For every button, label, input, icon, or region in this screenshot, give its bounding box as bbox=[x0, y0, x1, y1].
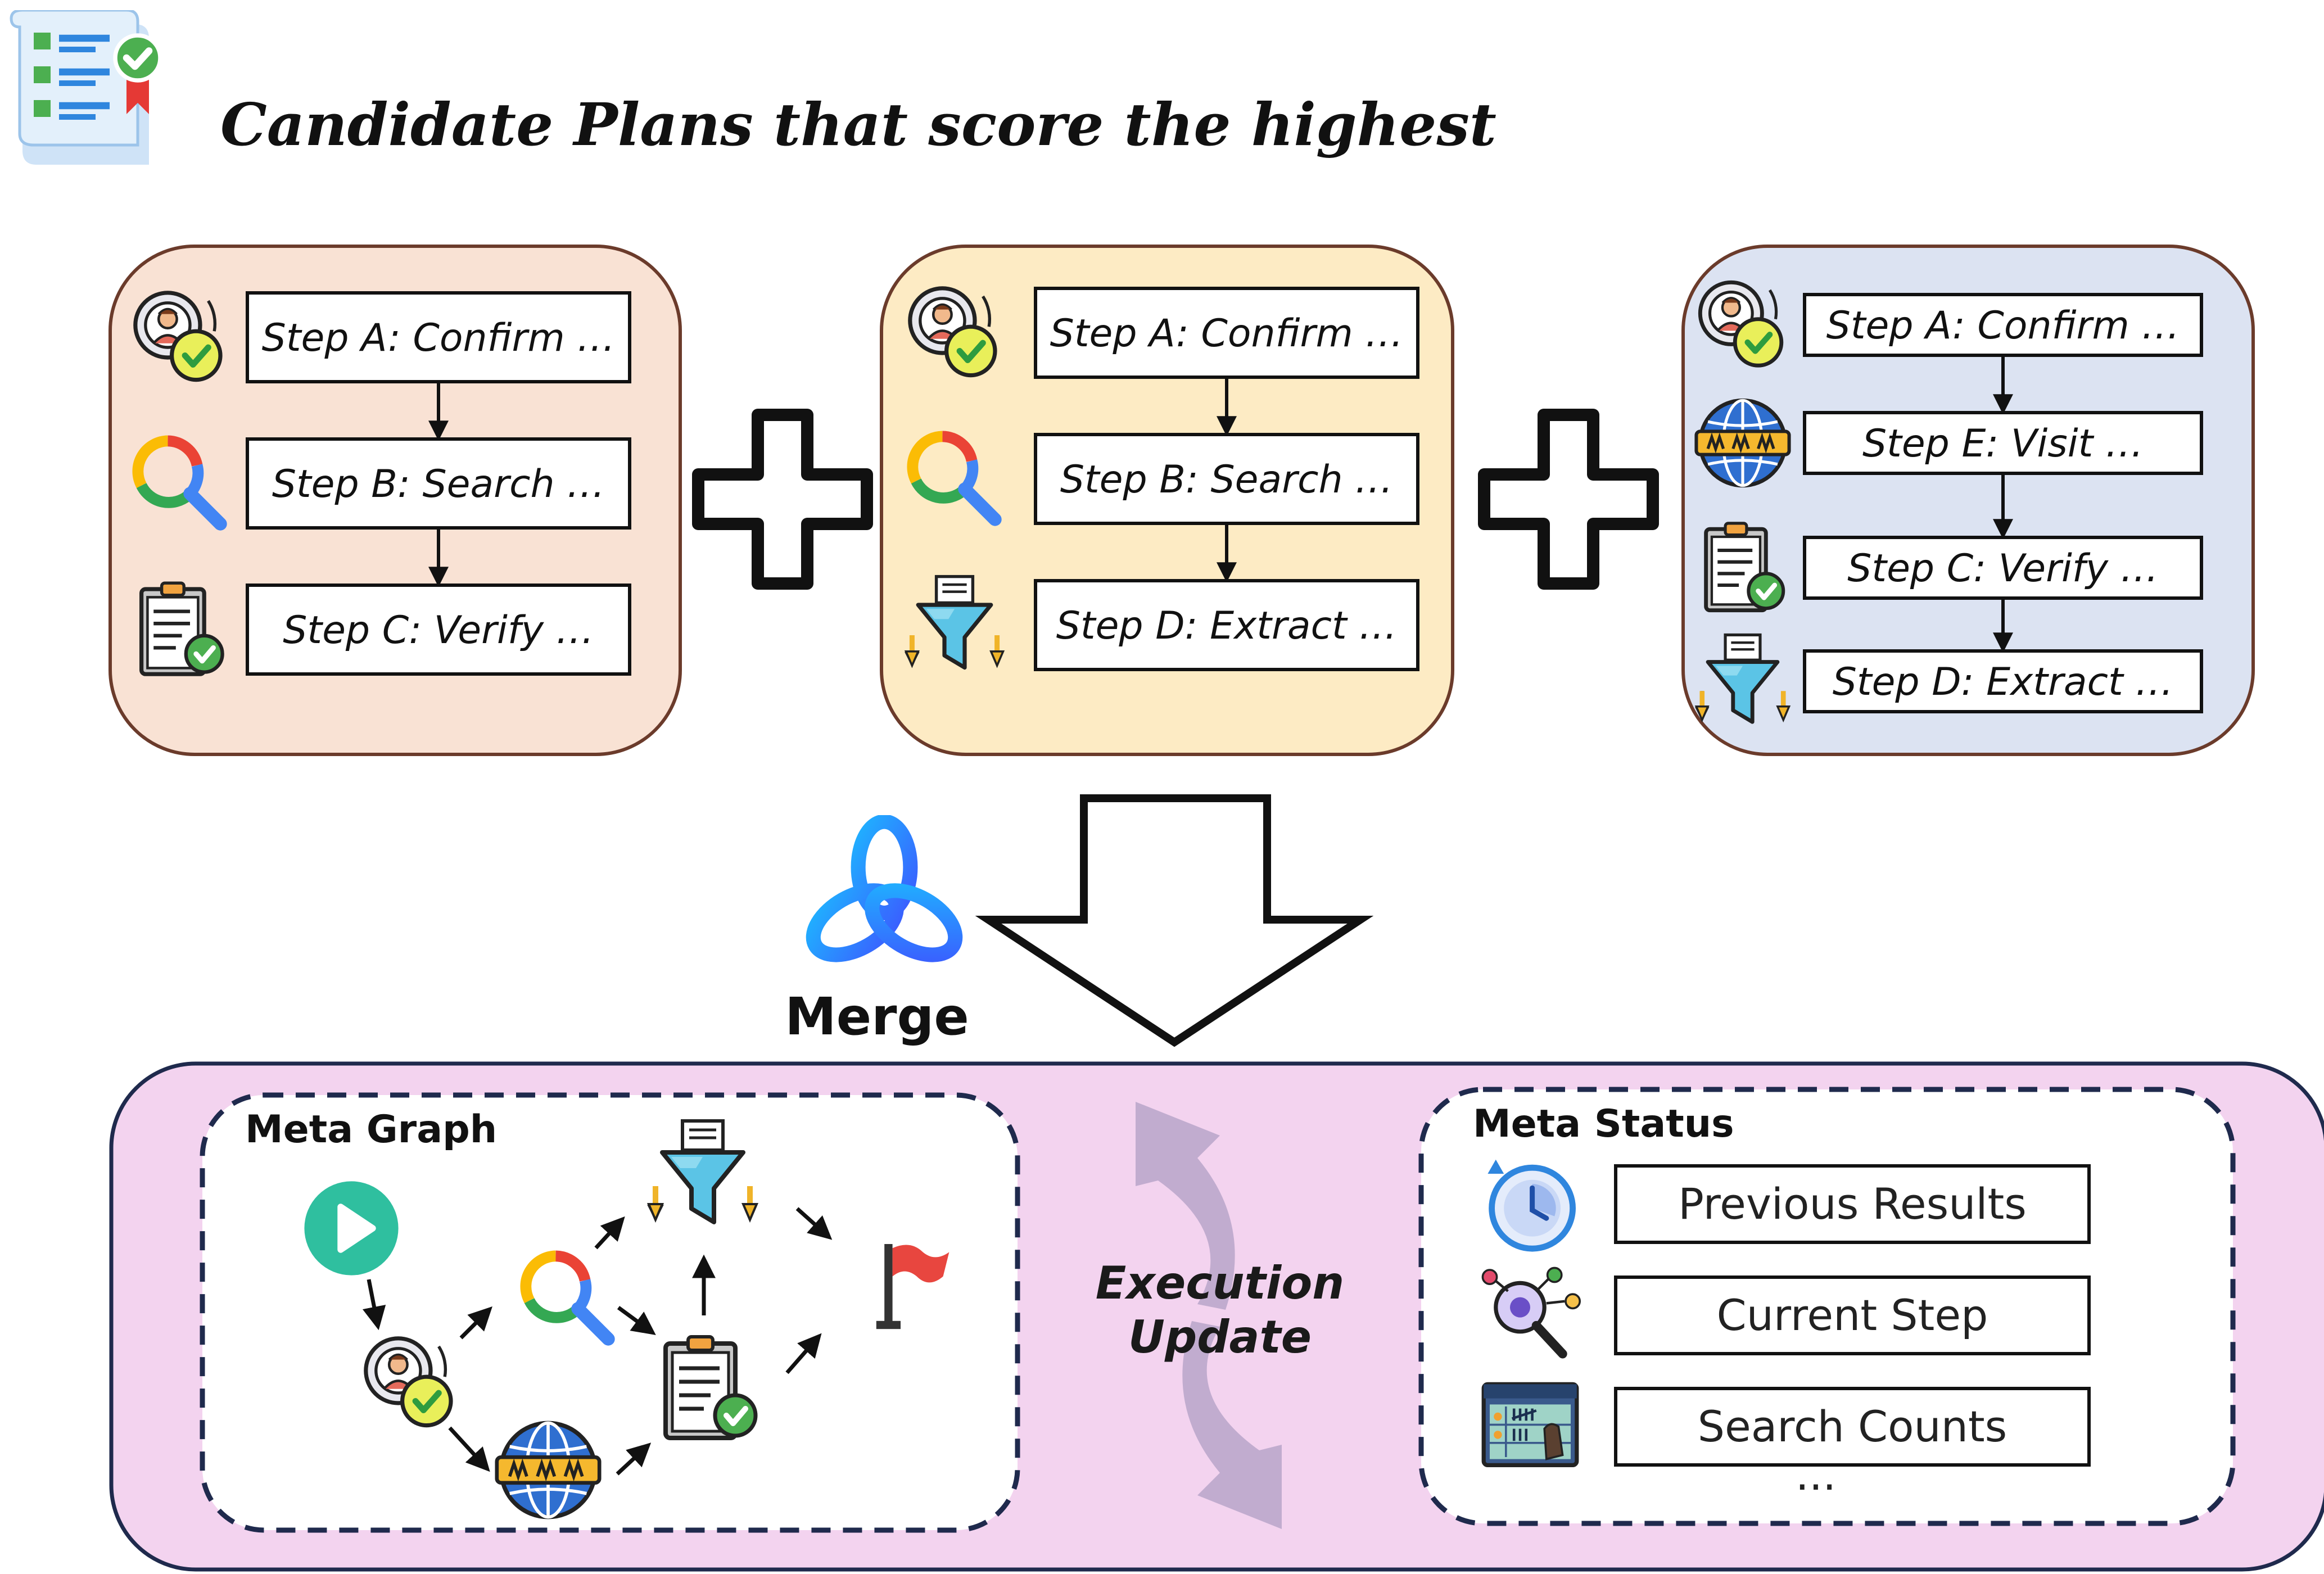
execution-update: Execution Update bbox=[1096, 1102, 1344, 1529]
graph-edges bbox=[362, 1207, 833, 1476]
step-box bbox=[1034, 579, 1419, 671]
step-label: Step A: Confirm … bbox=[262, 316, 616, 360]
header: Candidate Plans that score the highest bbox=[11, 10, 1496, 165]
candidate-plans: Step A: Confirm … Step B: Search … Step C:… bbox=[108, 245, 2255, 756]
down-arrow bbox=[975, 794, 1374, 1047]
step-label: Step B: Search … bbox=[272, 462, 605, 506]
step-label: Step A: Confirm … bbox=[1826, 304, 2180, 348]
step-label: Step D: Extract … bbox=[1056, 604, 1398, 648]
merge-knot-icon bbox=[802, 822, 966, 969]
step-box bbox=[1803, 411, 2203, 475]
play-icon bbox=[304, 1181, 398, 1275]
plan-card-3: Step A: Confirm … Step E: Visit … Step C: … bbox=[1681, 245, 2255, 756]
cycle-arrow-down bbox=[1182, 1321, 1282, 1529]
meta-graph-title: Meta Graph bbox=[245, 1107, 497, 1152]
tally-board-icon bbox=[1484, 1384, 1577, 1465]
status-label: Current Step bbox=[1717, 1290, 1988, 1340]
globe-icon bbox=[1696, 400, 1789, 485]
step-label: Step C: Verify … bbox=[283, 608, 594, 653]
plan-card-2: Step A: Confirm … Step B: Search … Step D:… bbox=[880, 245, 1454, 756]
cycle-arrow-up bbox=[1136, 1102, 1235, 1310]
meta-panel: Meta Graph Executi bbox=[109, 1061, 2324, 1572]
status-label: Previous Results bbox=[1678, 1179, 2027, 1229]
status-item: Current Step bbox=[1482, 1268, 2091, 1355]
execution-label: Execution bbox=[1096, 1257, 1344, 1309]
status-ellipsis: ... bbox=[1796, 1450, 1836, 1500]
step-label: Step E: Visit … bbox=[1862, 422, 2144, 466]
meta-graph: Meta Graph bbox=[200, 1092, 1020, 1533]
step-box bbox=[1803, 649, 2203, 713]
meta-status-title: Meta Status bbox=[1473, 1102, 1734, 1146]
merge-section: Merge bbox=[785, 794, 1374, 1047]
status-box bbox=[1614, 1387, 2091, 1467]
step-label: Step B: Search … bbox=[1060, 458, 1393, 502]
page-title: Candidate Plans that score the highest bbox=[220, 90, 1496, 159]
meta-graph-box bbox=[200, 1092, 1020, 1533]
plan-card-1: Step A: Confirm … Step B: Search … Step C:… bbox=[108, 245, 682, 756]
status-label: Search Counts bbox=[1698, 1401, 2007, 1451]
step-box bbox=[246, 584, 631, 676]
status-item: Previous Results bbox=[1487, 1160, 2091, 1249]
globe-icon bbox=[497, 1423, 599, 1517]
status-box bbox=[1614, 1164, 2091, 1244]
status-item: Search Counts bbox=[1484, 1384, 2091, 1467]
step-box bbox=[1803, 536, 2203, 600]
step-label: Step C: Verify … bbox=[1847, 546, 2158, 591]
plus-icon bbox=[692, 409, 873, 590]
merge-label: Merge bbox=[785, 987, 969, 1047]
step-box bbox=[1034, 287, 1419, 379]
checklist-icon bbox=[11, 10, 160, 165]
plan-card-background bbox=[1681, 245, 2255, 756]
update-label: Update bbox=[1128, 1311, 1312, 1363]
step-label: Step D: Extract … bbox=[1833, 660, 2174, 704]
step-box bbox=[246, 291, 631, 383]
status-box bbox=[1614, 1276, 2091, 1355]
plus-icon bbox=[1478, 409, 1659, 590]
step-box bbox=[1803, 293, 2203, 357]
step-label: Step A: Confirm … bbox=[1050, 311, 1404, 356]
